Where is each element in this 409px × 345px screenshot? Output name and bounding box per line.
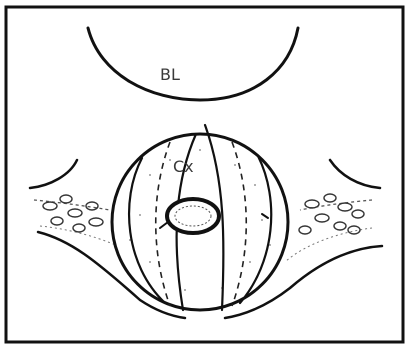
upper-circle-label: BL xyxy=(160,65,180,84)
center-label: Cx xyxy=(173,157,194,176)
